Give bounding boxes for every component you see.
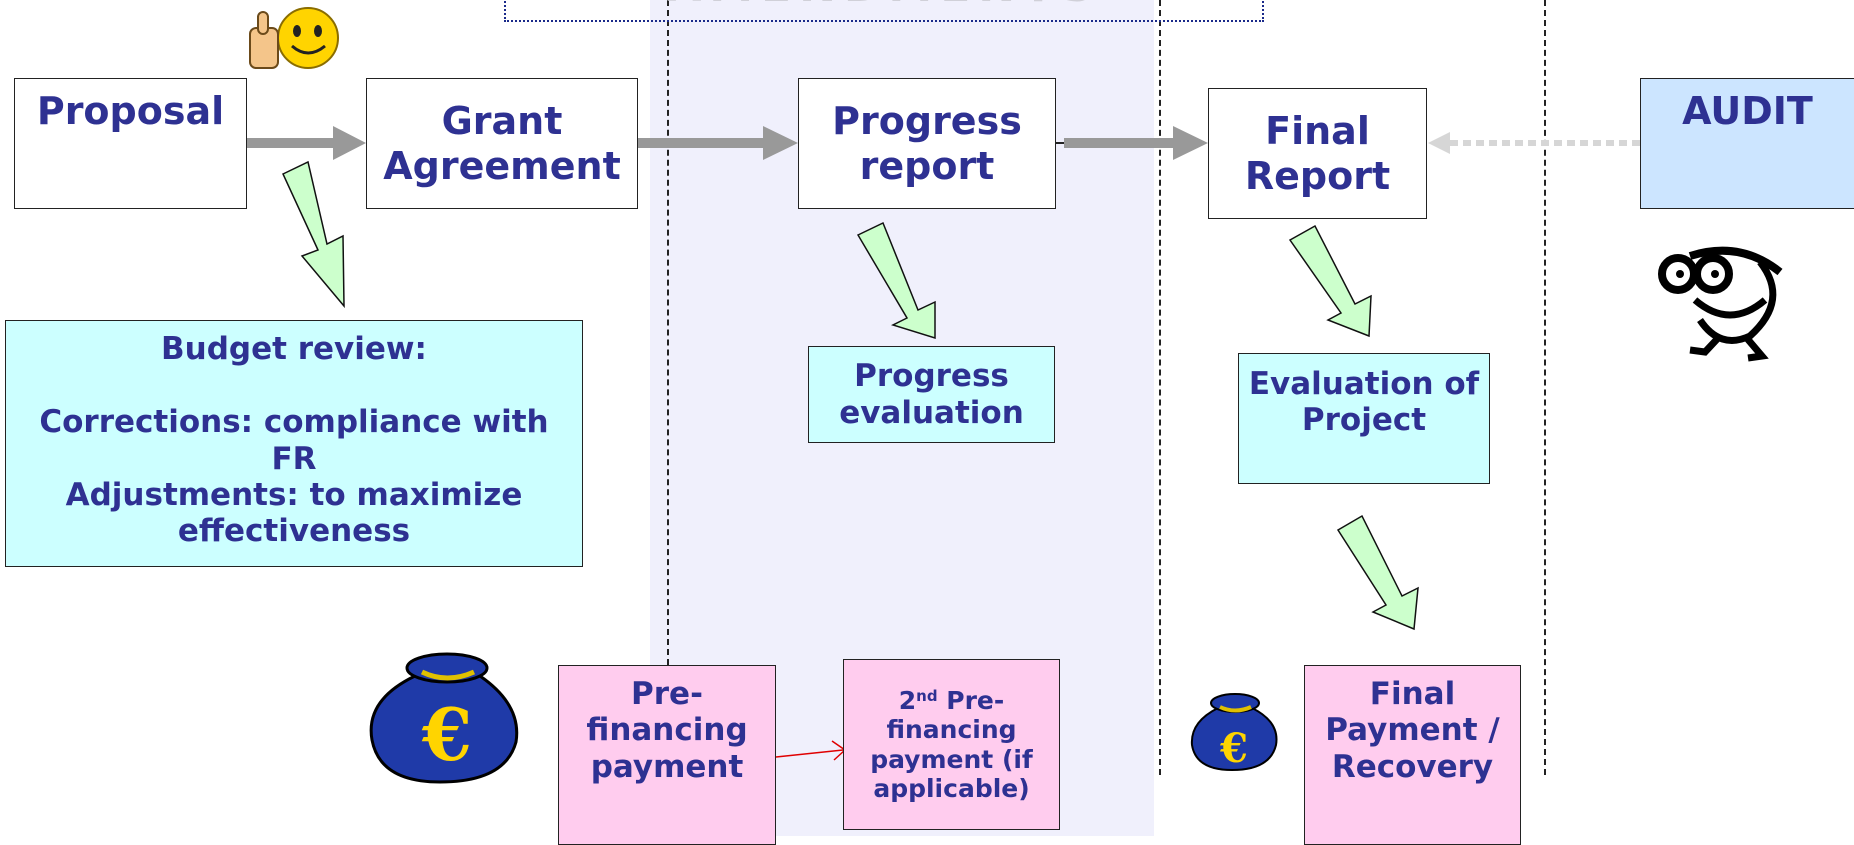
flow-arrow-proposal-grant: [246, 126, 366, 160]
final-report-box: Final Report: [1208, 88, 1427, 219]
divider-line-2: [1159, 0, 1161, 775]
prefinancing-payment-label: Pre-financing payment: [586, 676, 748, 785]
down-arrow-final-payment: [1336, 514, 1419, 631]
progress-report-box: Progress report: [798, 78, 1056, 209]
inspector-character-icon: [1658, 246, 1783, 362]
audit-box: AUDIT: [1640, 78, 1854, 209]
prefinancing-payment-box: Pre-financing payment: [558, 665, 776, 845]
second-prefinancing-text: Pre-financing payment (if applicable): [870, 686, 1033, 803]
second-prefinancing-ordinal-suffix: nd: [916, 686, 938, 705]
second-prefinancing-label: 2nd Pre-financing payment (if applicable…: [852, 686, 1051, 803]
amendments-banner: AMENDMENTS: [504, 0, 1264, 22]
progress-report-label: Progress report: [832, 99, 1022, 188]
final-report-label: Final Report: [1244, 109, 1391, 198]
budget-review-adjustments: Adjustments: to maximize effectiveness: [65, 476, 523, 550]
flow-arrow-grant-progress: [638, 126, 798, 160]
divider-line-3: [1544, 0, 1546, 775]
final-payment-label: Final Payment / Recovery: [1325, 676, 1500, 785]
evaluation-of-project-label: Evaluation of Project: [1248, 366, 1480, 439]
evaluation-of-project-box: Evaluation of Project: [1238, 353, 1490, 484]
down-arrow-progress-evaluation: [856, 221, 936, 340]
payment-connector-arrow: [775, 740, 847, 761]
down-arrow-evaluation-project: [1288, 224, 1372, 338]
audit-label: AUDIT: [1682, 89, 1813, 133]
down-arrow-budget-review: [282, 160, 345, 309]
budget-review-corrections: Corrections: compliance with FR: [39, 404, 549, 477]
svg-text:€: €: [1219, 725, 1248, 772]
audit-dotted-arrow: [1428, 132, 1640, 154]
euro-money-bag-small-icon: €: [1190, 693, 1278, 772]
grant-agreement-box: Grant Agreement: [366, 78, 638, 209]
grant-agreement-label: Grant Agreement: [383, 99, 621, 188]
proposal-label: Proposal: [36, 89, 225, 133]
divider-line-1: [667, 0, 669, 665]
svg-text:€: €: [421, 692, 472, 777]
budget-review-box: Budget review: Corrections: compliance w…: [5, 320, 583, 567]
proposal-box: Proposal: [14, 78, 247, 209]
flow-arrow-progress-final: [1056, 126, 1208, 160]
progress-evaluation-box: Progress evaluation: [808, 346, 1055, 443]
final-payment-box: Final Payment / Recovery: [1304, 665, 1521, 845]
second-prefinancing-box: 2nd Pre-financing payment (if applicable…: [843, 659, 1060, 830]
progress-evaluation-label: Progress evaluation: [839, 358, 1024, 431]
euro-money-bag-icon: €: [369, 652, 519, 784]
budget-review-title: Budget review:: [161, 331, 427, 367]
thumbs-up-smiley-icon: [249, 7, 339, 69]
second-prefinancing-ordinal: 2: [898, 686, 917, 715]
